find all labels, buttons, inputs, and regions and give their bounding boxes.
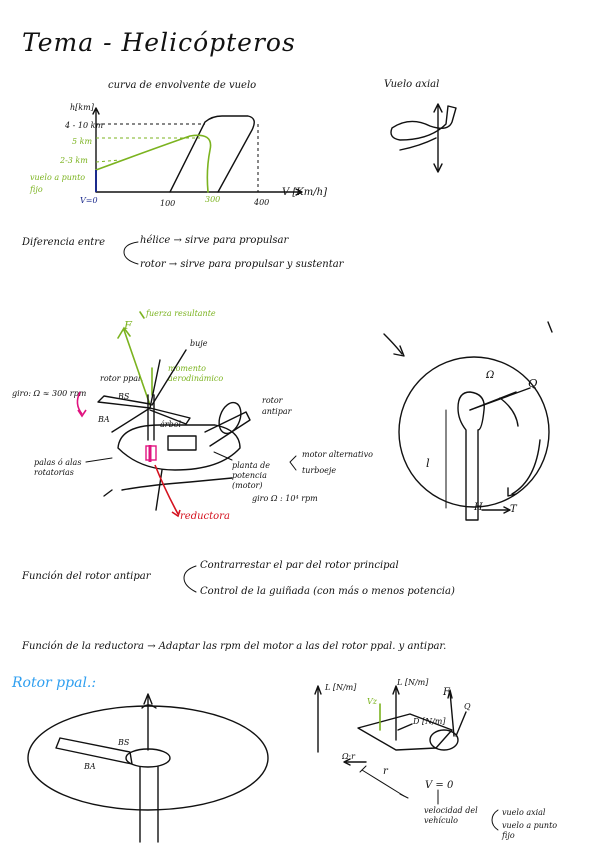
envelope-xlabel: V [Km/h] <box>282 187 327 198</box>
antipar-label: rotor antipar <box>262 396 292 416</box>
envelope-origin-label: V=0 <box>80 196 98 205</box>
aero-moment-label: momento aerodinámico <box>168 364 224 383</box>
palas-label: palas ó alas rotatorias <box>34 458 82 477</box>
envelope-hover-label: vuelo a punto fijo <box>30 173 86 194</box>
difference-intro: Diferencia entre <box>22 237 105 248</box>
bs-label: BS <box>118 392 130 401</box>
envelope-ytick-low: 2-3 km <box>60 156 88 165</box>
buje-label: buje <box>190 339 208 348</box>
envelope-ytick-top: 4 - 10 km <box>65 121 104 130</box>
blade-omega-r: Ω·r <box>342 752 355 761</box>
blade-Vz: Vz <box>367 697 377 706</box>
envelope-y-arrow <box>92 107 100 115</box>
envelope-heading: curva de envolvente de vuelo <box>108 80 257 91</box>
envelope-xtick-300: 300 <box>205 195 221 204</box>
force-symbol: F <box>124 318 132 332</box>
difference-line2: rotor → sirve para propulsar y sustentar <box>140 259 344 270</box>
top-omega: Ω <box>486 370 495 381</box>
rotor-ppal-ba: BA <box>84 762 96 771</box>
reductora-text: Función de la reductora → Adaptar las rp… <box>22 641 447 652</box>
difference-line1: hélice → sirve para propulsar <box>140 235 289 246</box>
ba-label: BA <box>98 415 110 424</box>
rotor-ppal-heading: Rotor ppal.: <box>12 675 97 691</box>
envelope-ylabel: h[km] <box>70 103 94 112</box>
blade-Q: Q <box>464 702 471 711</box>
blade-L-dim: L [N/m] <box>397 678 429 687</box>
reductora-label: reductora <box>180 511 230 522</box>
top-T: T <box>510 504 517 515</box>
rotor-ppal-bs: BS <box>118 738 130 747</box>
top-l: l <box>426 456 430 470</box>
force-label: fuerza resultante <box>146 309 216 318</box>
blade-case2: vuelo a punto fijo <box>502 821 558 840</box>
envelope-black-curve <box>169 115 255 193</box>
blade-vel-label: velocidad del vehículo <box>424 806 478 825</box>
blade-V0: V = 0 <box>425 780 454 791</box>
rotor-ppal-label: rotor ppal. <box>100 374 144 383</box>
envelope-xtick-100: 100 <box>160 199 176 208</box>
turbo-label: turboeje <box>302 466 337 475</box>
envelope-green-curve <box>95 134 212 193</box>
envelope-x-arrow <box>295 188 303 196</box>
top-Q: Q <box>528 376 538 390</box>
blade-r: r <box>383 766 388 777</box>
page-title: Tema - Helicópteros <box>22 28 296 57</box>
antipar-intro: Función del rotor antipar <box>22 571 151 582</box>
envelope-ytick-5km: 5 km <box>72 137 93 146</box>
blade-F: F <box>443 687 450 698</box>
blade-case1: vuelo axial <box>502 808 546 817</box>
planta-label: planta de potencia (motor) <box>232 461 270 490</box>
antipar-item1: Contrarrestar el par del rotor principal <box>200 560 399 571</box>
blade-L-axis: L [N/m] <box>325 683 357 692</box>
envelope-xtick-400: 400 <box>254 198 270 207</box>
antipar-item2: Control de la guiñada (con más o menos p… <box>200 586 455 597</box>
giro-motor-label: giro Ω : 10⁴ rpm <box>252 494 318 503</box>
motor-alt-label: motor alternativo <box>302 450 373 459</box>
giro-label: giro: Ω ≈ 300 rpm <box>12 389 87 398</box>
axial-heading: Vuelo axial <box>384 79 440 90</box>
